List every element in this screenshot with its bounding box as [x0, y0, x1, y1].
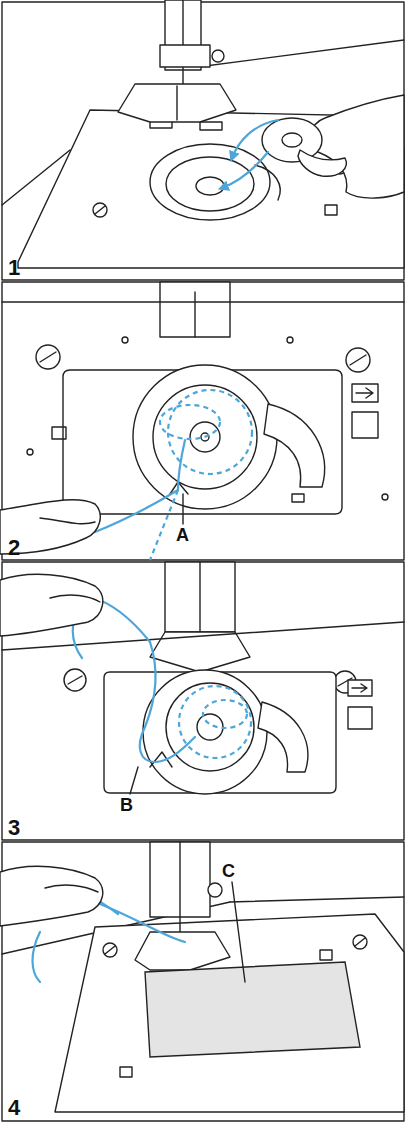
drawing-shape: [197, 714, 223, 740]
drawing-shape: [64, 669, 86, 691]
drawing-shape: [103, 943, 117, 957]
drawing-shape: [282, 133, 302, 147]
drawing-shape: [320, 950, 332, 960]
drawing-line: [40, 352, 56, 362]
drawing-line: [255, 165, 280, 200]
drawing-shape: [153, 385, 257, 489]
drawing-line: [182, 494, 183, 524]
drawing-line: [230, 897, 404, 902]
drawing-shape: [346, 348, 370, 372]
drawing-shape: [292, 494, 304, 502]
drawing-line: [355, 938, 365, 946]
drawing-line: [178, 440, 185, 490]
drawing-line: [105, 946, 115, 954]
panel-thread-spring: [0, 562, 404, 840]
drawing-line: [130, 767, 138, 794]
drawing-line: [140, 642, 195, 762]
drawing-shape: [52, 427, 66, 439]
drawing-shape: [143, 670, 267, 794]
part-label: A: [176, 526, 189, 544]
drawing-line: [45, 885, 98, 892]
drawing-line: [135, 932, 230, 970]
panel-number: 2: [8, 537, 20, 559]
drawing-shape: [2, 2, 404, 280]
drawing-shape: [122, 337, 128, 343]
drawing-shape: [166, 683, 254, 771]
drawing-line: [352, 684, 367, 692]
drawing-line: [176, 86, 177, 120]
panel-insert-bobbin: [2, 0, 404, 280]
drawing-shape: [160, 45, 210, 67]
drawing-shape: [133, 365, 277, 509]
drawing-shape: [93, 203, 107, 217]
drawing-shape: [196, 177, 224, 195]
drawing-shape: [36, 345, 60, 369]
drawing-line: [258, 702, 308, 772]
part-label: B: [120, 796, 133, 814]
drawing-shape: [262, 118, 322, 162]
drawing-shape: [203, 700, 247, 728]
drawing-line: [33, 932, 41, 982]
drawing-line: [232, 120, 278, 158]
drawing-line: [0, 866, 103, 926]
drawing-shape: [120, 1067, 132, 1077]
drawing-line: [95, 206, 105, 214]
drawing-line: [222, 152, 268, 188]
drawing-shape: [145, 962, 360, 1057]
drawing-line: [298, 150, 346, 176]
drawing-shape: [352, 384, 378, 402]
drawing-line: [232, 882, 245, 982]
drawing-line: [50, 595, 100, 602]
drawing-shape: [287, 337, 293, 343]
drawing-line: [68, 676, 82, 684]
drawing-shape: [55, 914, 404, 1112]
part-label: C: [222, 862, 235, 880]
drawing-shape: [325, 205, 337, 215]
drawing-shape: [160, 282, 230, 337]
drawing-shape: [150, 144, 270, 220]
drawing-shape: [200, 122, 222, 130]
drawing-line: [310, 95, 404, 198]
panel-number: 4: [8, 1097, 20, 1119]
drawing-line: [356, 388, 373, 398]
drawing-shape: [212, 50, 224, 62]
drawing-shape: [353, 935, 367, 949]
drawing-line: [194, 292, 195, 337]
drawing-line: [0, 574, 103, 636]
drawing-shape: [27, 449, 33, 455]
drawing-shape: [179, 686, 251, 758]
panel-number: 1: [8, 257, 20, 279]
drawing-line: [150, 490, 178, 560]
drawing-line: [40, 518, 95, 524]
drawing-shape: [348, 680, 372, 696]
panel-thread-slot: [0, 282, 404, 560]
panel-close-cover: [0, 842, 404, 1121]
drawing-shape: [166, 157, 254, 211]
drawing-shape: [348, 707, 372, 729]
drawing-line: [2, 301, 404, 302]
drawing-line: [118, 84, 236, 122]
drawing-shape: [208, 883, 222, 897]
drawing-line: [199, 562, 200, 637]
drawing-line: [264, 404, 325, 487]
panel-number: 3: [8, 817, 20, 839]
drawing-line: [350, 355, 366, 365]
drawing-shape: [382, 494, 388, 500]
drawing-line: [95, 490, 178, 532]
drawing-line: [190, 40, 404, 68]
drawing-shape: [352, 412, 378, 438]
